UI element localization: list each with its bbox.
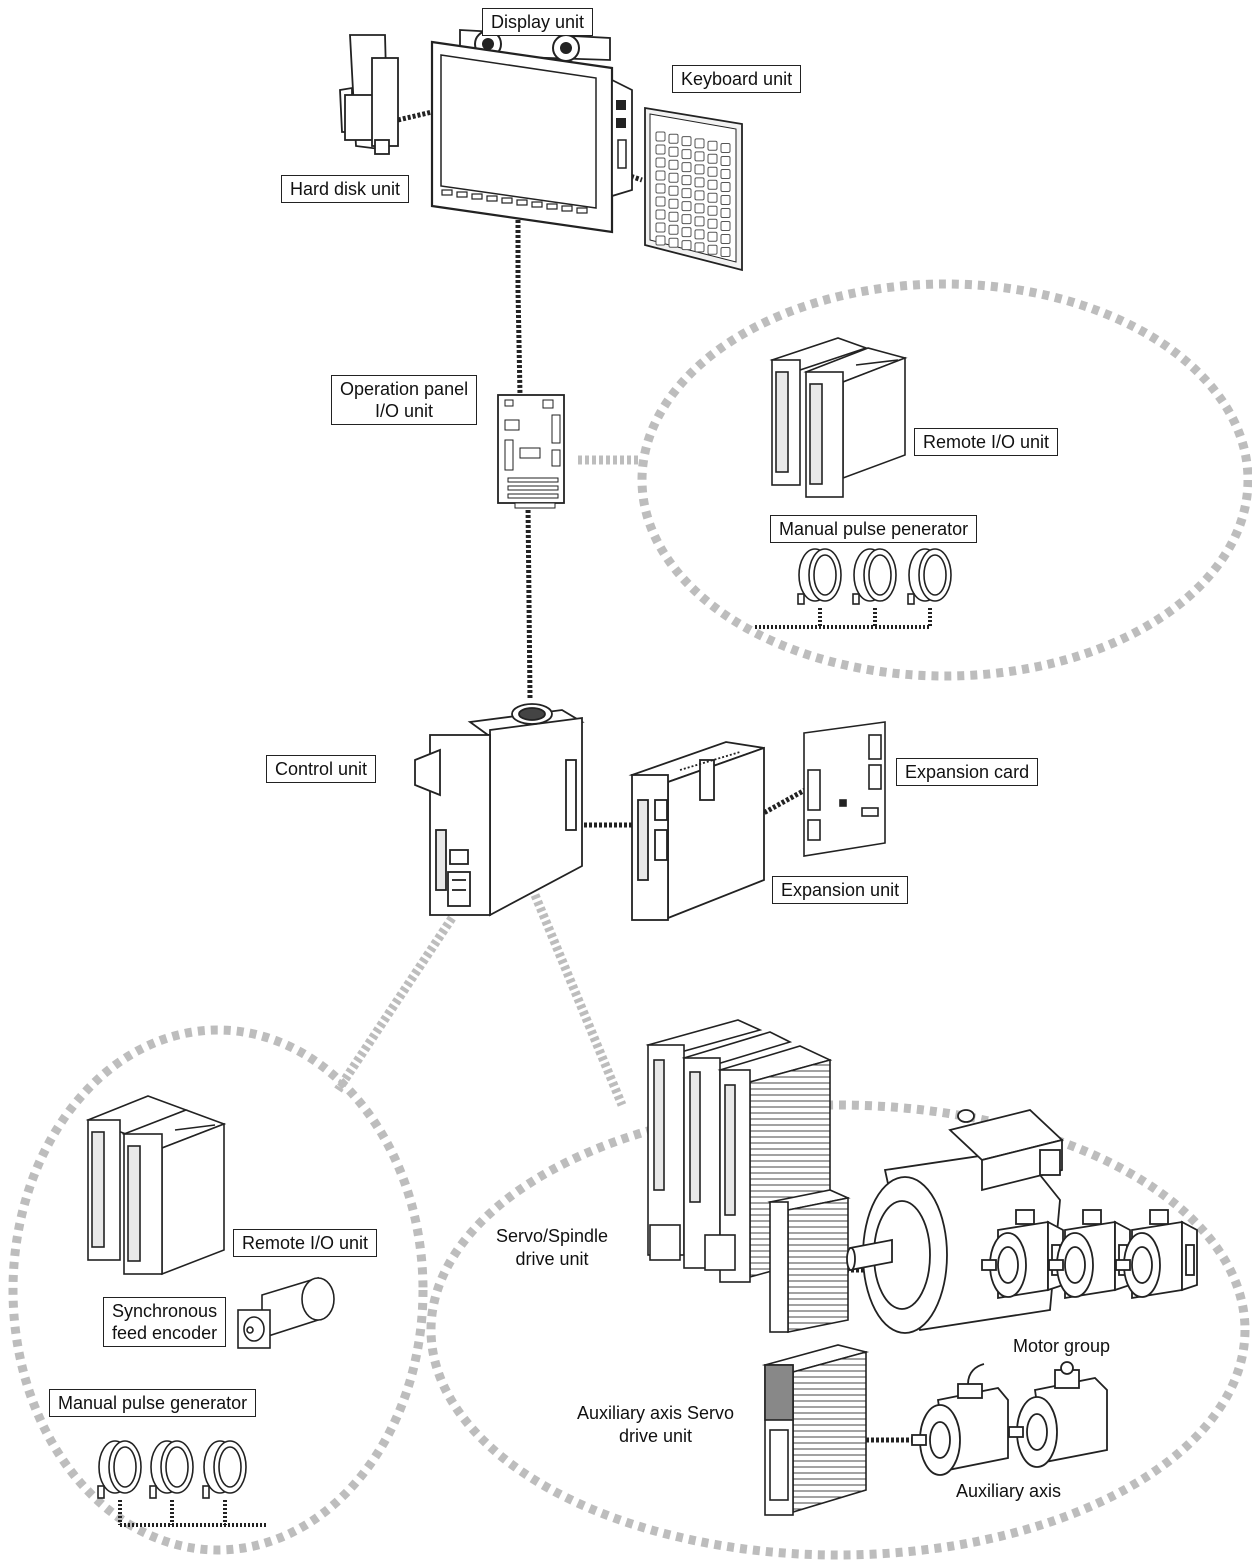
label-expansion-card: Expansion card bbox=[896, 758, 1039, 786]
keyboard-key bbox=[707, 218, 718, 229]
keyboard-key bbox=[655, 157, 666, 168]
keyboard-key bbox=[668, 237, 679, 248]
keyboard-key bbox=[668, 224, 679, 235]
display-unit bbox=[430, 29, 633, 234]
label-servo-spindle-line1: Servo/Spindle bbox=[496, 1226, 609, 1246]
hard-disk-unit bbox=[339, 34, 399, 155]
keyboard-key bbox=[668, 172, 679, 183]
keyboard-key bbox=[681, 240, 692, 251]
label-sync-encoder-line2: feed encoder bbox=[112, 1323, 218, 1343]
keyboard-key bbox=[720, 182, 731, 192]
keyboard-key bbox=[694, 138, 705, 149]
keyboard-key bbox=[707, 153, 718, 164]
label-expansion-unit: Expansion unit bbox=[772, 876, 909, 904]
keyboard-key bbox=[694, 229, 705, 240]
remote-io-unit-top bbox=[769, 337, 908, 498]
keyboard-key bbox=[720, 221, 731, 231]
keyboard-key bbox=[655, 170, 666, 181]
expansion-card bbox=[803, 721, 886, 857]
keyboard-key bbox=[681, 188, 692, 199]
label-operation-panel-line1: Operation panel bbox=[340, 379, 469, 399]
keyboard-key bbox=[707, 179, 718, 190]
label-servo-spindle-drive-unit: Servo/Spindle drive unit bbox=[496, 1225, 608, 1271]
keyboard-key bbox=[707, 231, 718, 242]
keyboard-key bbox=[668, 198, 679, 209]
manual-pulse-generators-bottom bbox=[97, 1440, 247, 1499]
keyboard-key bbox=[655, 144, 666, 155]
keyboard-key bbox=[655, 222, 666, 233]
keyboard-unit bbox=[644, 106, 743, 272]
keyboard-key bbox=[694, 177, 705, 188]
keyboard-key bbox=[681, 136, 692, 147]
label-servo-spindle-line2: drive unit bbox=[515, 1249, 589, 1269]
label-aux-servo-line1: Auxiliary axis Servo bbox=[577, 1403, 735, 1423]
keyboard-key bbox=[668, 146, 679, 157]
label-manual-pulse-top: Manual pulse penerator bbox=[770, 515, 978, 543]
keyboard-key bbox=[668, 211, 679, 222]
keyboard-key bbox=[694, 164, 705, 175]
keyboard-key bbox=[681, 227, 692, 238]
label-control-unit: Control unit bbox=[266, 755, 377, 783]
label-remote-io-unit-bottom: Remote I/O unit bbox=[233, 1229, 378, 1257]
keyboard-key bbox=[681, 175, 692, 186]
connection-cables bbox=[118, 109, 932, 1527]
label-remote-io-unit-top: Remote I/O unit bbox=[914, 428, 1059, 456]
keyboard-key bbox=[694, 151, 705, 162]
auxiliary-axis-motors bbox=[911, 1361, 1108, 1476]
keyboard-key bbox=[668, 133, 679, 144]
keyboard-key bbox=[720, 247, 731, 257]
keyboard-key bbox=[655, 196, 666, 207]
label-aux-servo-line2: drive unit bbox=[619, 1426, 693, 1446]
keyboard-key bbox=[694, 216, 705, 227]
operation-panel-io-unit bbox=[497, 394, 565, 509]
keyboard-key bbox=[707, 166, 718, 177]
keyboard-key bbox=[655, 183, 666, 194]
label-operation-panel-io-unit: Operation panel I/O unit bbox=[331, 375, 478, 425]
keyboard-key bbox=[668, 159, 679, 170]
keyboard-key bbox=[681, 214, 692, 225]
keyboard-key bbox=[668, 185, 679, 196]
remote-io-unit-bottom bbox=[85, 1095, 227, 1276]
manual-pulse-generators-top bbox=[797, 548, 952, 605]
keyboard-key bbox=[707, 205, 718, 216]
label-synchronous-feed-encoder: Synchronous feed encoder bbox=[103, 1297, 227, 1347]
servo-spindle-drive-units bbox=[645, 1019, 851, 1333]
label-sync-encoder-line1: Synchronous bbox=[112, 1301, 218, 1321]
keyboard-key bbox=[655, 131, 666, 142]
group-remote-io-top bbox=[637, 279, 1252, 681]
keyboard-key bbox=[694, 242, 705, 253]
keyboard-key bbox=[720, 143, 731, 153]
keyboard-key bbox=[681, 162, 692, 173]
keyboard-key bbox=[720, 195, 731, 205]
group-remote-io-bottom bbox=[8, 1025, 428, 1555]
keyboard-key bbox=[655, 235, 666, 246]
expansion-unit bbox=[628, 741, 765, 921]
label-auxiliary-axis: Auxiliary axis bbox=[956, 1481, 1062, 1501]
group-drive-units bbox=[426, 1100, 1250, 1560]
label-display-unit: Display unit bbox=[482, 8, 594, 36]
keyboard-key bbox=[681, 149, 692, 160]
keyboard-key bbox=[707, 244, 718, 255]
keyboard-key bbox=[720, 156, 731, 166]
keyboard-key bbox=[681, 201, 692, 212]
keyboard-key bbox=[720, 169, 731, 179]
motor-group bbox=[846, 1109, 1198, 1334]
keyboard-key bbox=[655, 209, 666, 220]
label-motor-group: Motor group bbox=[1013, 1336, 1111, 1356]
keyboard-key bbox=[720, 234, 731, 244]
control-unit bbox=[414, 703, 585, 917]
keyboard-key bbox=[720, 208, 731, 218]
synchronous-feed-encoder bbox=[237, 1276, 335, 1349]
auxiliary-servo-drive-unit bbox=[761, 1344, 870, 1516]
keyboard-key bbox=[694, 203, 705, 214]
keyboard-key bbox=[694, 190, 705, 201]
keyboard-key bbox=[707, 140, 718, 151]
label-auxiliary-servo-drive-unit: Auxiliary axis Servo drive unit bbox=[577, 1402, 734, 1448]
label-keyboard-unit: Keyboard unit bbox=[672, 65, 802, 93]
label-hard-disk-unit: Hard disk unit bbox=[281, 175, 410, 203]
label-manual-pulse-bottom: Manual pulse generator bbox=[49, 1389, 257, 1417]
keyboard-key bbox=[707, 192, 718, 203]
label-operation-panel-line2: I/O unit bbox=[375, 401, 434, 421]
